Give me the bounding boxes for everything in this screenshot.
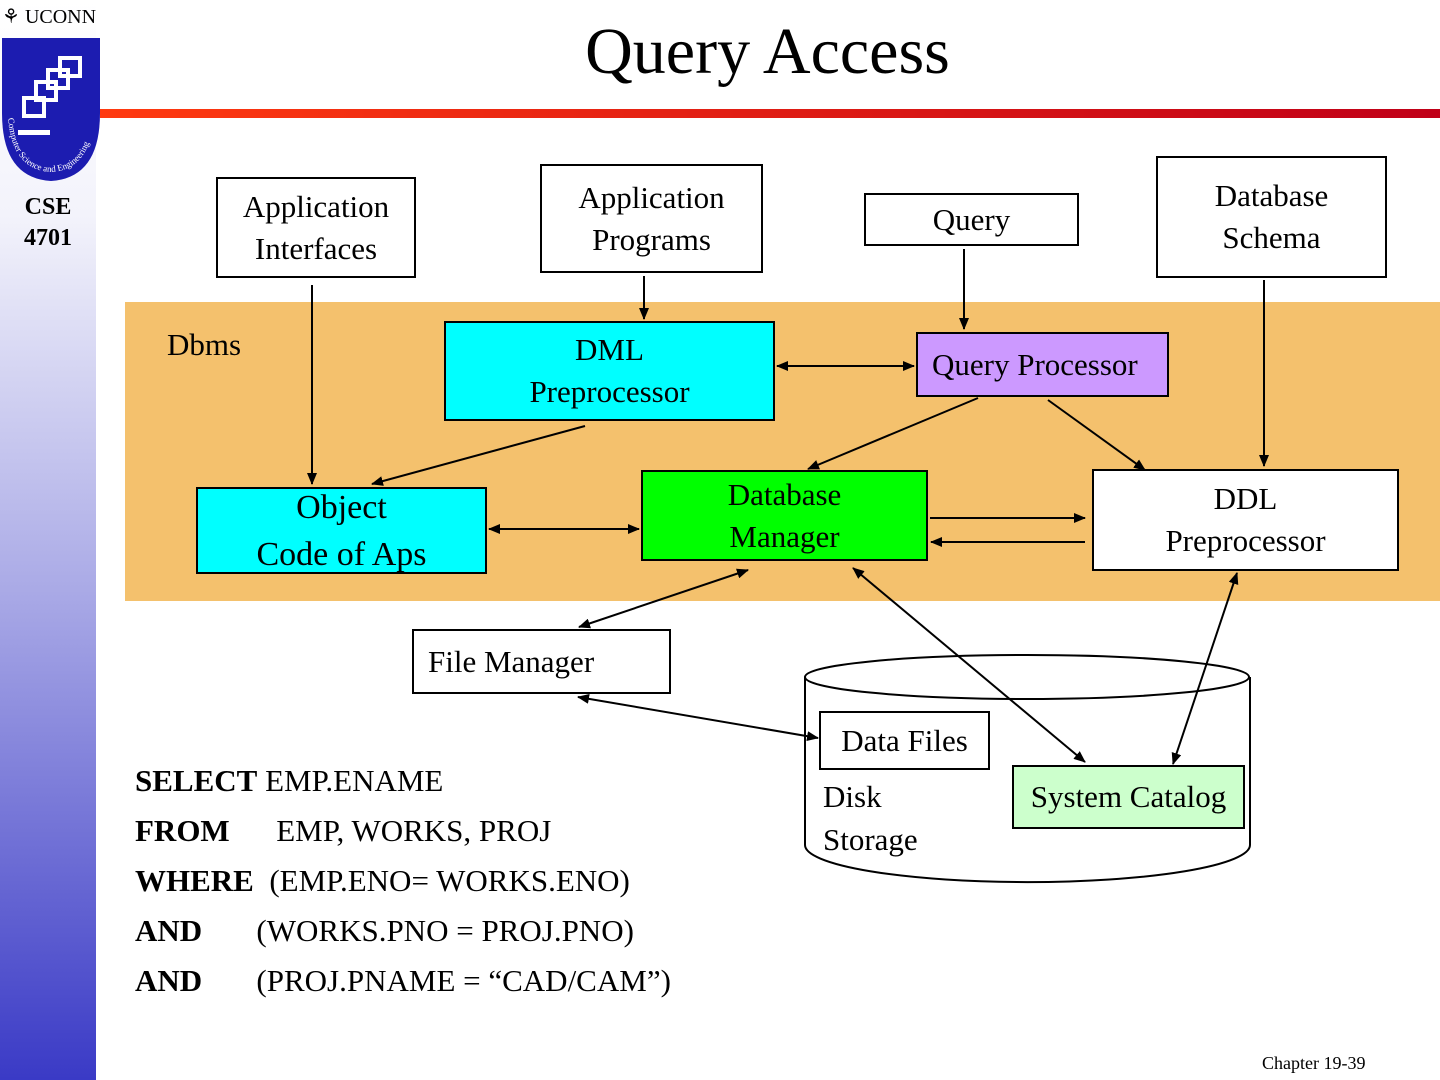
sql-keyword: FROM [135,813,230,848]
title-underline [100,109,1440,118]
sql-line: AND (WORKS.PNO = PROJ.PNO) [135,906,671,956]
application-programs-box: Application Programs [540,164,763,273]
disk-storage-label: Disk Storage [823,779,918,857]
page-title: Query Access [585,15,950,88]
query-box: Query [864,193,1079,246]
sql-query: SELECT EMP.ENAME FROM EMP, WORKS, PROJ W… [135,756,671,1006]
sql-line: WHERE (EMP.ENO= WORKS.ENO) [135,856,671,906]
uconn-logo: ⚘ UCONN [2,6,97,28]
sql-keyword: SELECT [135,763,258,798]
file-manager-box: File Manager [412,629,671,694]
sql-line: SELECT EMP.ENAME [135,756,671,806]
database-schema-box: Database Schema [1156,156,1387,278]
dbms-label: Dbms [167,327,242,362]
dml-preprocessor-box: DML Preprocessor [444,321,775,421]
sql-text: EMP.ENAME [257,763,444,798]
query-processor-box: Query Processor [916,332,1169,397]
sql-keyword: AND [135,963,203,998]
course-code: CSE 4701 [0,192,96,254]
course-number: 4701 [24,225,72,251]
sql-line: FROM EMP, WORKS, PROJ [135,806,671,856]
ddl-preprocessor-box: DDL Preprocessor [1092,469,1399,571]
sql-text: (PROJ.PNAME = “CAD/CAM”) [202,963,671,998]
sql-text: EMP, WORKS, PROJ [229,813,552,848]
page-number: Chapter 19-39 [1262,1053,1366,1073]
data-files-box: Data Files [819,711,990,770]
system-catalog-box: System Catalog [1012,765,1245,829]
sql-keyword: AND [135,913,203,948]
logo-text: UCONN [24,6,97,28]
course-line: CSE [24,194,72,220]
sql-line: AND (PROJ.PNAME = “CAD/CAM”) [135,956,671,1006]
sql-text: (WORKS.PNO = PROJ.PNO) [202,913,634,948]
cse-shield-logo: Computer Science and Engineering [2,38,100,181]
object-code-box: Object Code of Aps [196,487,487,574]
sql-keyword: WHERE [135,863,254,898]
application-interfaces-box: Application Interfaces [216,177,416,278]
sql-text: (EMP.ENO= WORKS.ENO) [253,863,630,898]
database-manager-box: Database Manager [641,470,928,561]
